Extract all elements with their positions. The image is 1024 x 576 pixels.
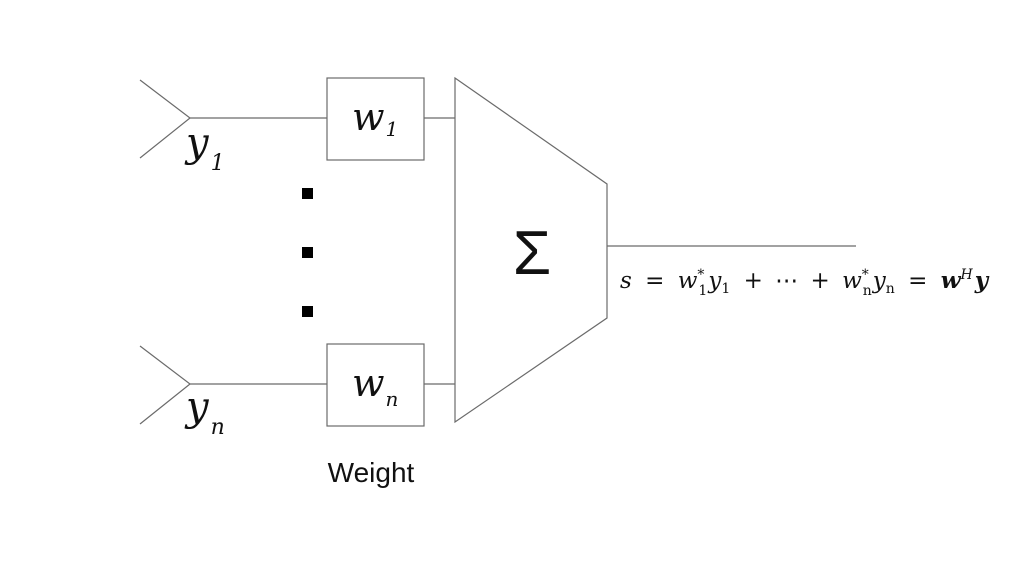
weight-label-w1-subscript: 1 <box>386 117 399 141</box>
input-label-yn: yn <box>184 384 225 440</box>
ellipsis-dot-1 <box>302 188 313 199</box>
ellipsis-dot-3 <box>302 306 313 317</box>
input-label-y1: y1 <box>184 120 225 176</box>
sigma-symbol: Σ <box>513 219 551 288</box>
ellipsis-dot-2 <box>302 247 313 258</box>
antenna-n <box>139 345 328 425</box>
weight-box-n: wn <box>326 343 455 427</box>
input-label-y1-subscript: 1 <box>211 151 225 176</box>
summer-block: Σ <box>454 76 608 424</box>
input-label-yn-subscript: n <box>211 415 225 440</box>
output-equation: s = w*1y1 + ⋯ + w*nyn = wHy <box>620 267 990 299</box>
antenna-1 <box>139 79 328 159</box>
weight-label-wn: wn <box>352 361 398 411</box>
weight-box-1: w1 <box>326 77 455 161</box>
weight-caption: Weight <box>328 457 415 488</box>
weight-label-w1: w1 <box>352 95 398 141</box>
weight-label-wn-subscript: n <box>386 387 399 411</box>
